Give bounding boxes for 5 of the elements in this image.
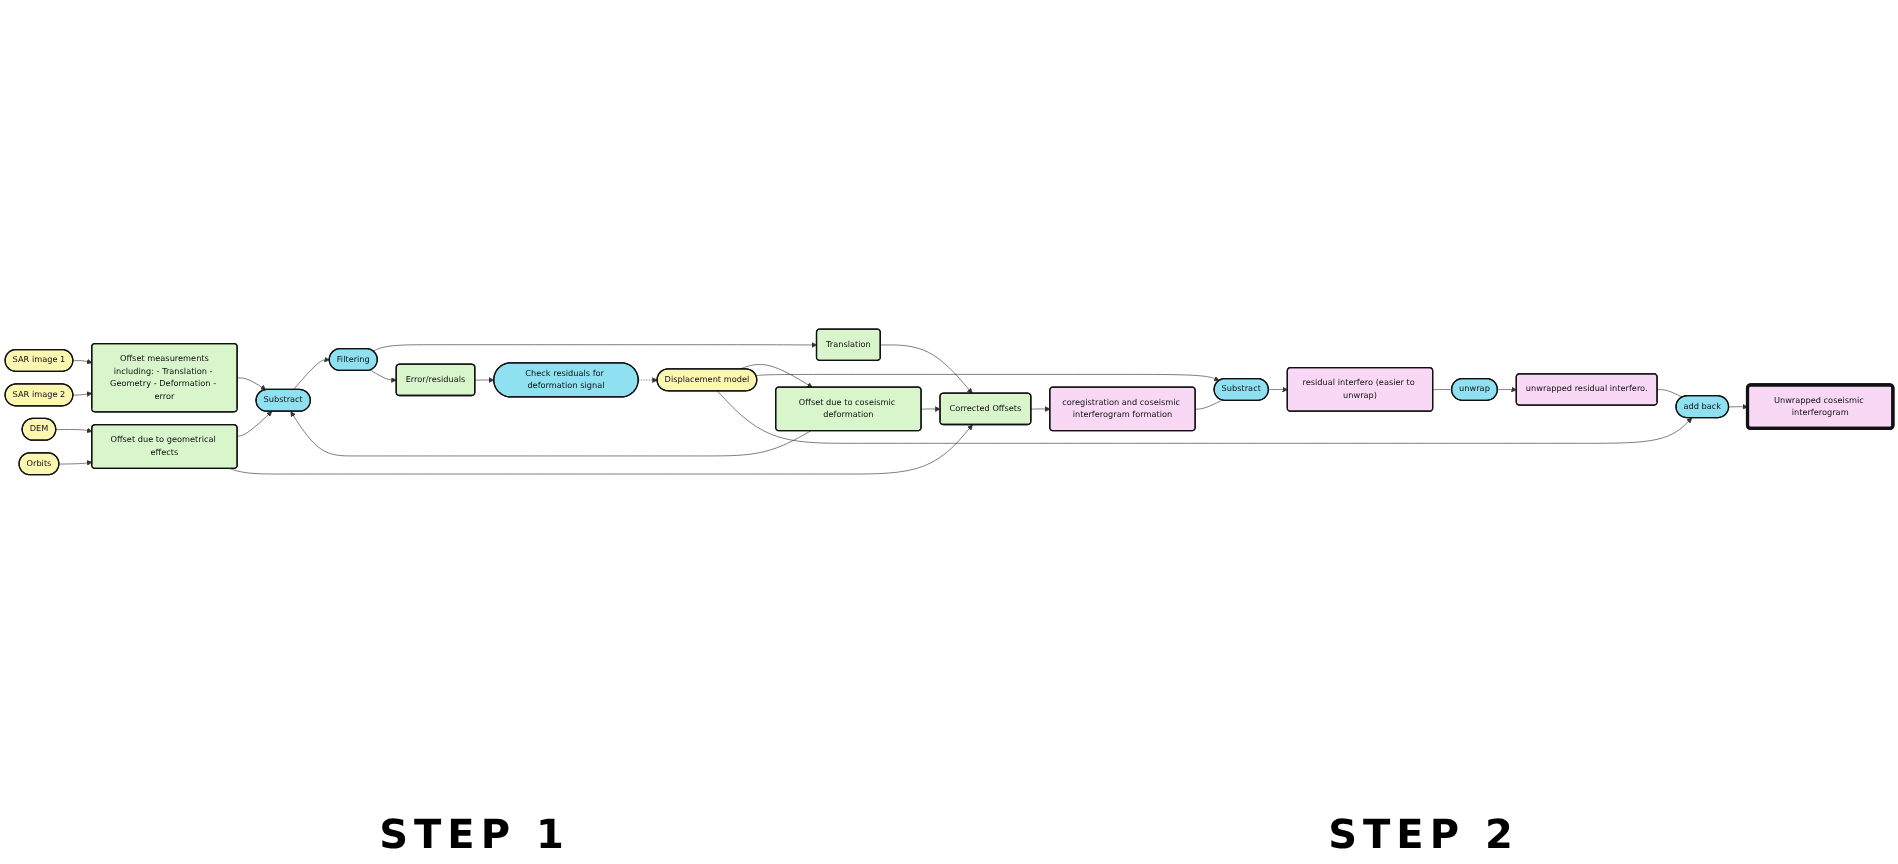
step-heading: STEP 1 xyxy=(379,810,570,858)
connector xyxy=(1195,399,1223,410)
connector xyxy=(1657,389,1683,398)
step-heading: STEP 2 xyxy=(1328,810,1519,858)
connector xyxy=(1432,389,1453,391)
